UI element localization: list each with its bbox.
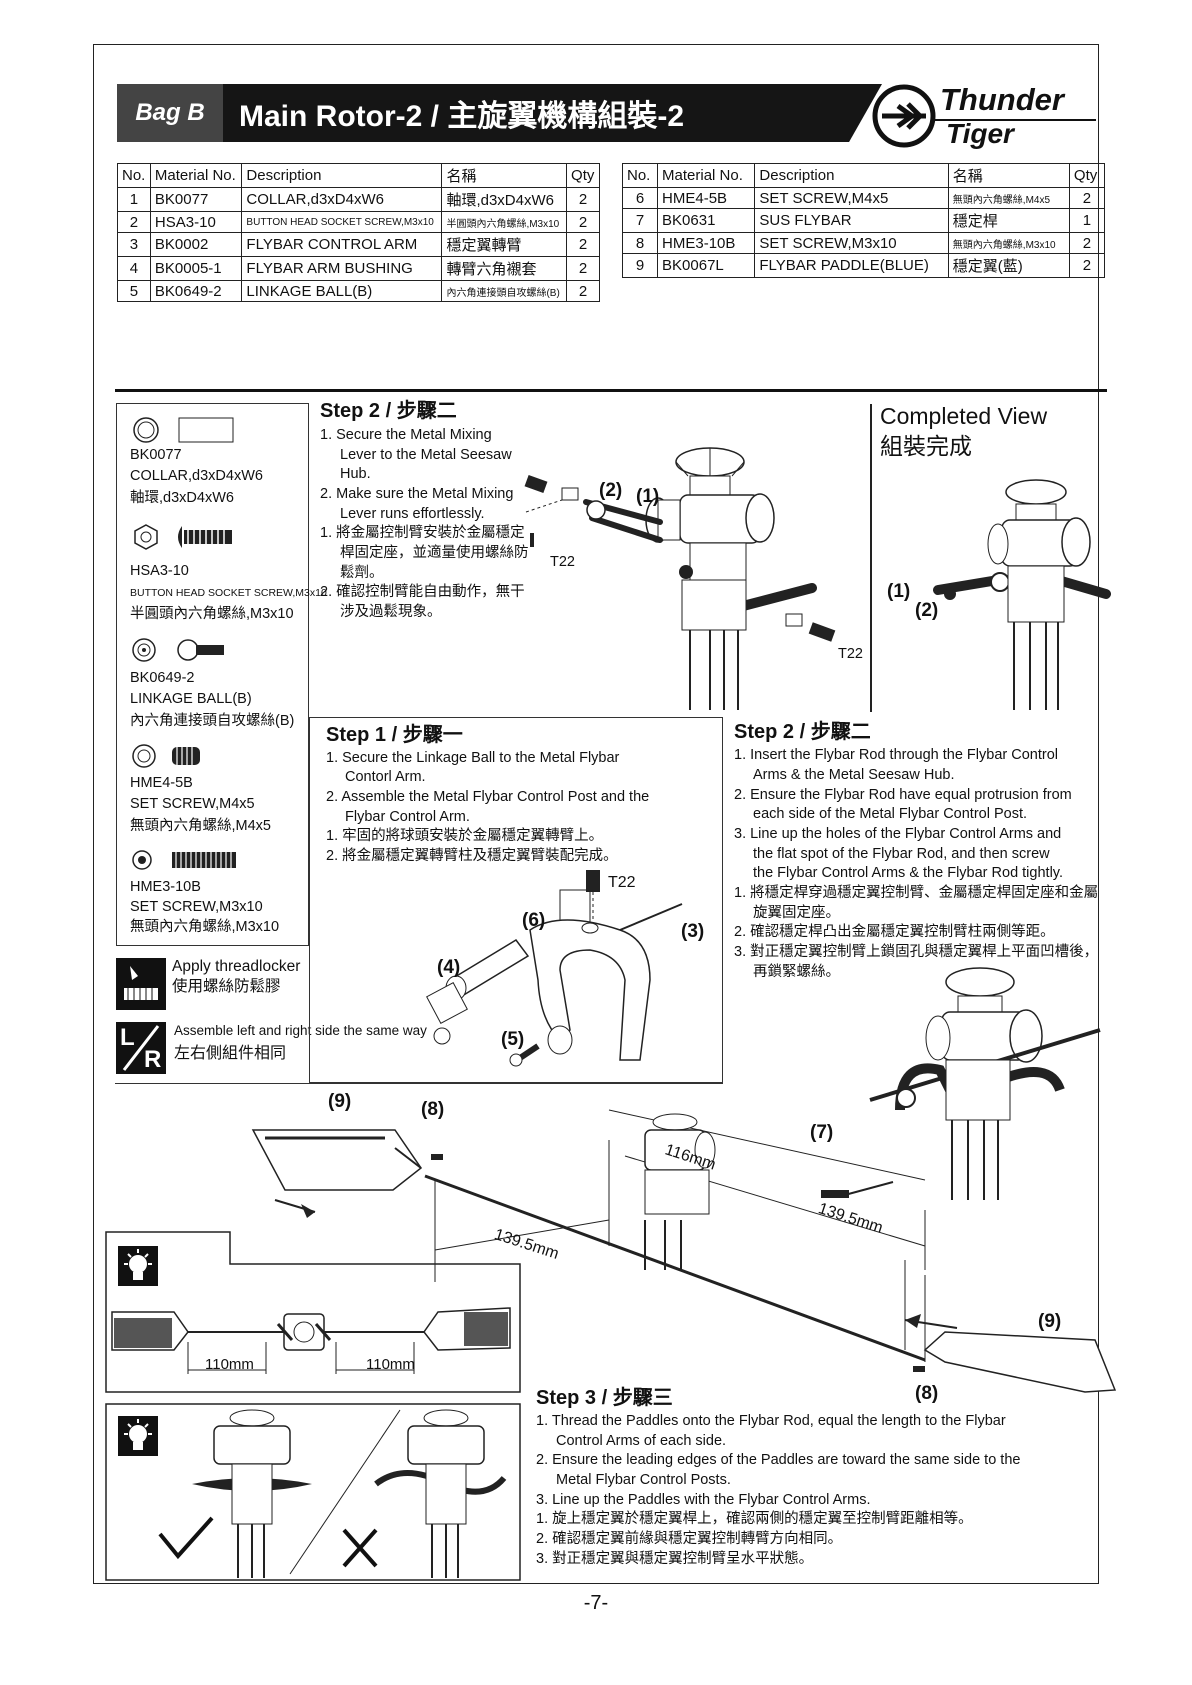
- completed-view-title: Completed View: [880, 403, 1048, 429]
- completed-rotor-head-illustration: [933, 479, 1111, 710]
- hardware-legend: [116, 403, 309, 946]
- flybar-insert-illustration: [869, 967, 1101, 1200]
- legend-desc-zh: 軸環,d3xD4xW6: [130, 490, 234, 506]
- step2b-title: Step 2 / 步驟二: [734, 721, 871, 743]
- linkage-ball-icon: [132, 638, 224, 662]
- step1-panel: [309, 717, 723, 1083]
- completed-view-divider: [870, 404, 872, 712]
- button-head-screw-icon: [134, 524, 232, 550]
- tip-box-paddle-alignment: [105, 1403, 521, 1581]
- page-number: -7-: [583, 1592, 609, 1614]
- step1-bottom-rule: [115, 1083, 723, 1084]
- left-right-icon: L R: [116, 1022, 166, 1074]
- tip-box-equal-length: [105, 1231, 521, 1393]
- mixing-lever-assembly-illustration: [524, 447, 836, 710]
- step2-title: Step 2 / 步驟二: [320, 400, 457, 422]
- col-description: Description: [241, 163, 443, 188]
- step3-title: Step 3 / 步驟三: [536, 1387, 673, 1409]
- left-right-note: Assemble left and right side the same wa…: [174, 1023, 427, 1038]
- paddle-installation-illustration: [251, 1109, 1117, 1393]
- col-qty: Qty: [566, 163, 600, 188]
- set-screw-m4-icon: [132, 744, 200, 768]
- legend-code: BK0077: [130, 447, 182, 463]
- brand-name-line2: Tiger: [946, 118, 1014, 149]
- table-header-row: No. Material No. Description 名稱 Qty: [117, 163, 600, 188]
- col-material: Material No.: [149, 163, 243, 188]
- page-title: Main Rotor-2 / 主旋翼機構組裝-2: [223, 84, 882, 142]
- collar-icon: [133, 417, 234, 443]
- flybar-control-arm-illustration: [426, 870, 683, 1067]
- threadlocker-note: Apply threadlocker: [172, 958, 301, 975]
- thunder-tiger-logo: Thunder Tiger: [868, 80, 1103, 152]
- table-header-row: No. Material No. Description 名稱 Qty: [621, 163, 1106, 188]
- section-divider: [115, 389, 1107, 392]
- col-no: No.: [117, 163, 151, 188]
- brand-name-line1: Thunder: [940, 82, 1064, 117]
- col-name-zh: 名稱: [441, 163, 568, 188]
- step1-title: Step 1 / 步驟一: [326, 724, 463, 746]
- bag-label: Bag B: [117, 84, 223, 142]
- legend-desc: COLLAR,d3xD4xW6: [130, 468, 263, 484]
- page-header: Bag B Main Rotor-2 / 主旋翼機構組裝-2: [117, 84, 882, 142]
- page-frame: [93, 44, 1099, 1584]
- threadlocker-icon: [116, 958, 166, 1010]
- set-screw-m3-icon: [132, 850, 236, 870]
- brand-emblem-icon: [872, 84, 1096, 148]
